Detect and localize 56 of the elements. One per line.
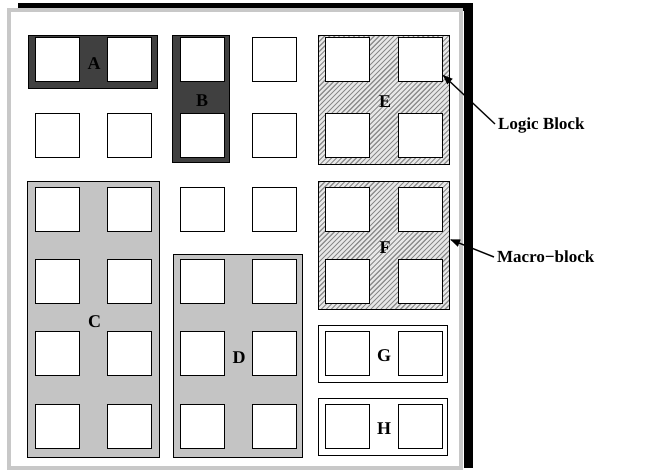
logic-block: [252, 187, 297, 232]
logic-block: [324, 330, 370, 376]
logic-block: [180, 112, 224, 158]
logic-block: [398, 330, 442, 376]
logic-block: [180, 36, 224, 82]
block-letter: B: [196, 91, 208, 109]
block-letter: E: [379, 92, 391, 110]
logic-block: [106, 36, 152, 82]
block-letter: G: [377, 346, 391, 364]
logic-block: [252, 113, 297, 158]
logic-block: [324, 36, 370, 82]
logic-block: [180, 187, 225, 232]
logic-block: [398, 404, 442, 448]
leader-arrow: [442, 74, 496, 125]
macro-block: [173, 254, 303, 458]
logic-block: [180, 258, 224, 304]
block-letter: A: [88, 54, 100, 72]
logic-block: [106, 186, 152, 232]
block-letter: C: [88, 312, 101, 330]
callout-label: Macro−block: [497, 247, 594, 267]
macro-block: [318, 325, 448, 383]
logic-block: [252, 330, 296, 376]
block-letter: D: [232, 348, 246, 366]
callout-label: Logic Block: [498, 114, 584, 134]
logic-block: [324, 186, 370, 232]
block-letter: H: [377, 419, 391, 437]
logic-block: [106, 404, 152, 448]
logic-block: [35, 113, 80, 158]
logic-block: [398, 36, 442, 82]
logic-block: [252, 258, 296, 304]
logic-block: [106, 258, 152, 304]
logic-block: [180, 404, 224, 448]
logic-block: [324, 258, 370, 304]
logic-block: [34, 404, 80, 448]
macro-block: [318, 35, 450, 165]
logic-block: [252, 37, 297, 82]
logic-block: [324, 112, 370, 158]
macro-block: [318, 398, 448, 456]
logic-block: [34, 258, 80, 304]
logic-block: [107, 113, 152, 158]
macro-block: [318, 181, 450, 310]
macro-block: [27, 181, 160, 458]
logic-block: [398, 258, 442, 304]
logic-block: [398, 186, 442, 232]
logic-block: [34, 330, 80, 376]
macro-block: [172, 35, 230, 163]
logic-block: [252, 404, 296, 448]
logic-block: [398, 112, 442, 158]
logic-block: [34, 186, 80, 232]
logic-block: [180, 330, 224, 376]
logic-block: [106, 330, 152, 376]
logic-block: [324, 404, 370, 448]
logic-block: [34, 36, 80, 82]
macro-block: [28, 35, 158, 89]
block-letter: F: [380, 238, 390, 256]
leader-arrow: [450, 239, 494, 258]
